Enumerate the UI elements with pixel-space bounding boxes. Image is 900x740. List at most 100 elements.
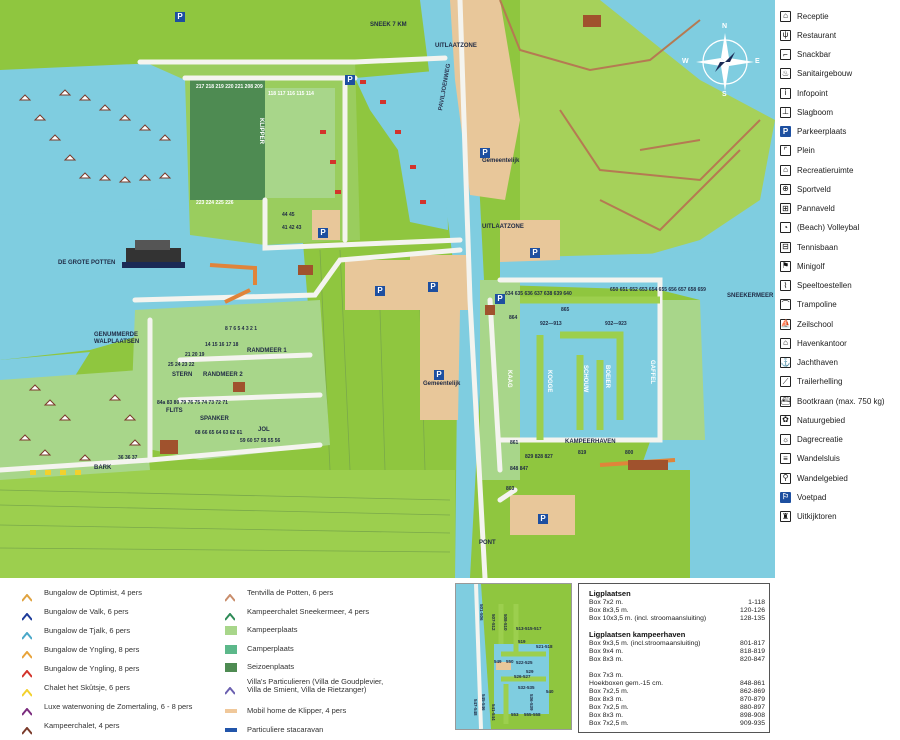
- camping-field-klipper: [265, 88, 335, 198]
- plots-a2: 118 117 116 115 114: [268, 91, 314, 97]
- legend-item: ⊞Pannaveld: [780, 201, 835, 217]
- berth-row-value: 120-126: [740, 607, 765, 614]
- tennis-icon: ⊟: [780, 241, 791, 253]
- campsite-map[interactable]: N E S W SNEEK 7 KM UITLAATZONE UITLAATZO…: [0, 0, 775, 578]
- harbour-office-icon: ⌂: [780, 337, 791, 349]
- legend-item-label: Receptie: [797, 11, 829, 21]
- legend-item: ⚓Jachthaven: [780, 355, 838, 371]
- legend-item-label: Zeilschool: [797, 319, 834, 329]
- berth-row-922: 922—913: [540, 321, 562, 327]
- label-randmeer-1: RANDMEER 1: [247, 348, 287, 354]
- trailer-ramp-icon: ⟋: [780, 376, 791, 388]
- plots-a8: 21 20 19: [185, 352, 205, 358]
- legend-item-label: Pannaveld: [797, 204, 835, 213]
- label-bark: BARK: [94, 465, 112, 471]
- legend-item-label: Havenkantoor: [797, 338, 847, 348]
- plots-a9: 25 24 23 22: [168, 362, 195, 368]
- legend-accommodation-label: Villa's Particulieren (Villa de Goudplev…: [247, 677, 384, 694]
- bungalows-west: [18, 80, 426, 475]
- buildings: [160, 15, 668, 470]
- legend-accommodation-label: Bungalow de Valk, 6 pers: [44, 607, 129, 616]
- caravan-swatch: [225, 728, 237, 732]
- house-icon: [224, 589, 236, 602]
- legend-accommodation-label: Bungalow de Yngling, 8 pers: [44, 664, 140, 673]
- sailing-school-icon: ⛵: [780, 318, 791, 330]
- label-kogge: KOGGE: [546, 370, 552, 393]
- parking-marker[interactable]: P: [538, 514, 548, 524]
- legend-item-label: Wandelsluis: [797, 454, 840, 464]
- berth-row-value: 801-817: [740, 640, 765, 647]
- legend-item-label: Trampoline: [797, 300, 837, 310]
- inset-canvas: [456, 584, 571, 729]
- legend-item: ☼Dagrecreatie: [780, 432, 843, 448]
- parking-marker[interactable]: P: [175, 12, 185, 22]
- seasonal-field-klipper: [190, 80, 265, 200]
- berth-row-label: Box 7x2,5 m.: [589, 688, 629, 695]
- legend-item: ⊥Slagboom: [780, 104, 833, 120]
- legend-item-label: Parkeerplaats: [797, 127, 847, 136]
- land-randmeer: [130, 300, 330, 460]
- boat-de-grote-potten: [122, 240, 185, 268]
- parking-marker[interactable]: P: [375, 286, 385, 296]
- barrier-icon: ⊥: [780, 106, 791, 118]
- legend-accommodation-label: Mobil home de Klipper, 4 pers: [247, 706, 347, 715]
- map-canvas: [0, 0, 775, 578]
- berth-section-title: Ligplaatsen kampeerhaven: [589, 630, 686, 639]
- legend-accommodation-item: Kampeerchalet, 4 pers: [21, 718, 119, 735]
- house-icon: [21, 646, 33, 659]
- house-icon: [21, 608, 33, 621]
- label-gaffel: GAFFEL: [649, 360, 655, 384]
- berth-row-value: 848-861: [740, 680, 765, 687]
- playground-icon: ⌇: [780, 280, 791, 291]
- label-gemeentelijk-top: Gemeentelijk: [482, 158, 520, 164]
- legend-item: ⛵ Zeilschool: [780, 316, 833, 332]
- parking-marker[interactable]: P: [434, 370, 444, 380]
- inset-berth-label: 521-518: [536, 644, 553, 649]
- berth-row-value: 862-869: [740, 688, 765, 695]
- area-swatch: [225, 644, 237, 654]
- roads: [0, 0, 663, 578]
- berth-row-label: Box 8x3 m.: [589, 712, 623, 719]
- legend-item: ⌐Snackbar: [780, 47, 831, 63]
- water-harbour-north: [355, 70, 448, 230]
- legend-accommodation-label: Kampeerchalet Sneekermeer, 4 pers: [247, 607, 370, 616]
- label-sneek: SNEEK 7 KM: [370, 22, 407, 28]
- legend-item-label: Speeltoestellen: [797, 281, 852, 290]
- parking-marker[interactable]: P: [428, 282, 438, 292]
- parking-marker[interactable]: P: [318, 228, 328, 238]
- label-de-grote-potten: DE GROTE POTTEN: [58, 260, 116, 266]
- water-west-bay: [0, 62, 200, 222]
- legend-accommodation-label: Bungalow de Tjalk, 6 pers: [44, 626, 131, 635]
- parking-marker[interactable]: P: [480, 148, 490, 158]
- sand-gemeentelijk-mid: [500, 220, 560, 262]
- inset-berth-label: 553: [511, 712, 519, 717]
- berth-row-label: Box 7x2 m.: [589, 599, 623, 606]
- parking-icon: P: [780, 126, 791, 137]
- legend-item: ⟋Trailerhelling: [780, 374, 843, 390]
- legend-accommodation-label: Kampeerplaats: [247, 625, 298, 634]
- compass-e: E: [755, 58, 760, 65]
- legend-accommodation-label: Seizoenplaats: [247, 662, 295, 671]
- boat-rental-icon: ⛴: [780, 395, 791, 407]
- parking-marker[interactable]: P: [530, 248, 540, 258]
- parking-marker[interactable]: P: [345, 75, 355, 85]
- parking-marker[interactable]: P: [495, 294, 505, 304]
- field-south: [0, 470, 455, 578]
- compass-w: W: [682, 58, 689, 65]
- berth-row-bottom: 829 828 827: [525, 454, 553, 460]
- plots-a13: 36 36 37: [118, 455, 138, 461]
- legend-accommodation-item: Kampeerchalet Sneekermeer, 4 pers: [224, 604, 370, 621]
- water-de-grote-potten: [0, 205, 310, 360]
- berth-row-803: 803: [506, 486, 515, 492]
- legend-item: ⚐Voetpad: [780, 489, 826, 505]
- legend-item: ⌒Trampoline: [780, 297, 837, 313]
- berth-row-value: 909-935: [740, 720, 765, 727]
- inset-berth-label: 532-535: [518, 685, 535, 690]
- compass-n: N: [722, 23, 728, 30]
- berth-row-value: 818-819: [740, 648, 765, 655]
- inset-berth-label: 540: [546, 689, 554, 694]
- label-jol: JOL: [258, 427, 270, 433]
- label-pont: PONT: [479, 540, 496, 546]
